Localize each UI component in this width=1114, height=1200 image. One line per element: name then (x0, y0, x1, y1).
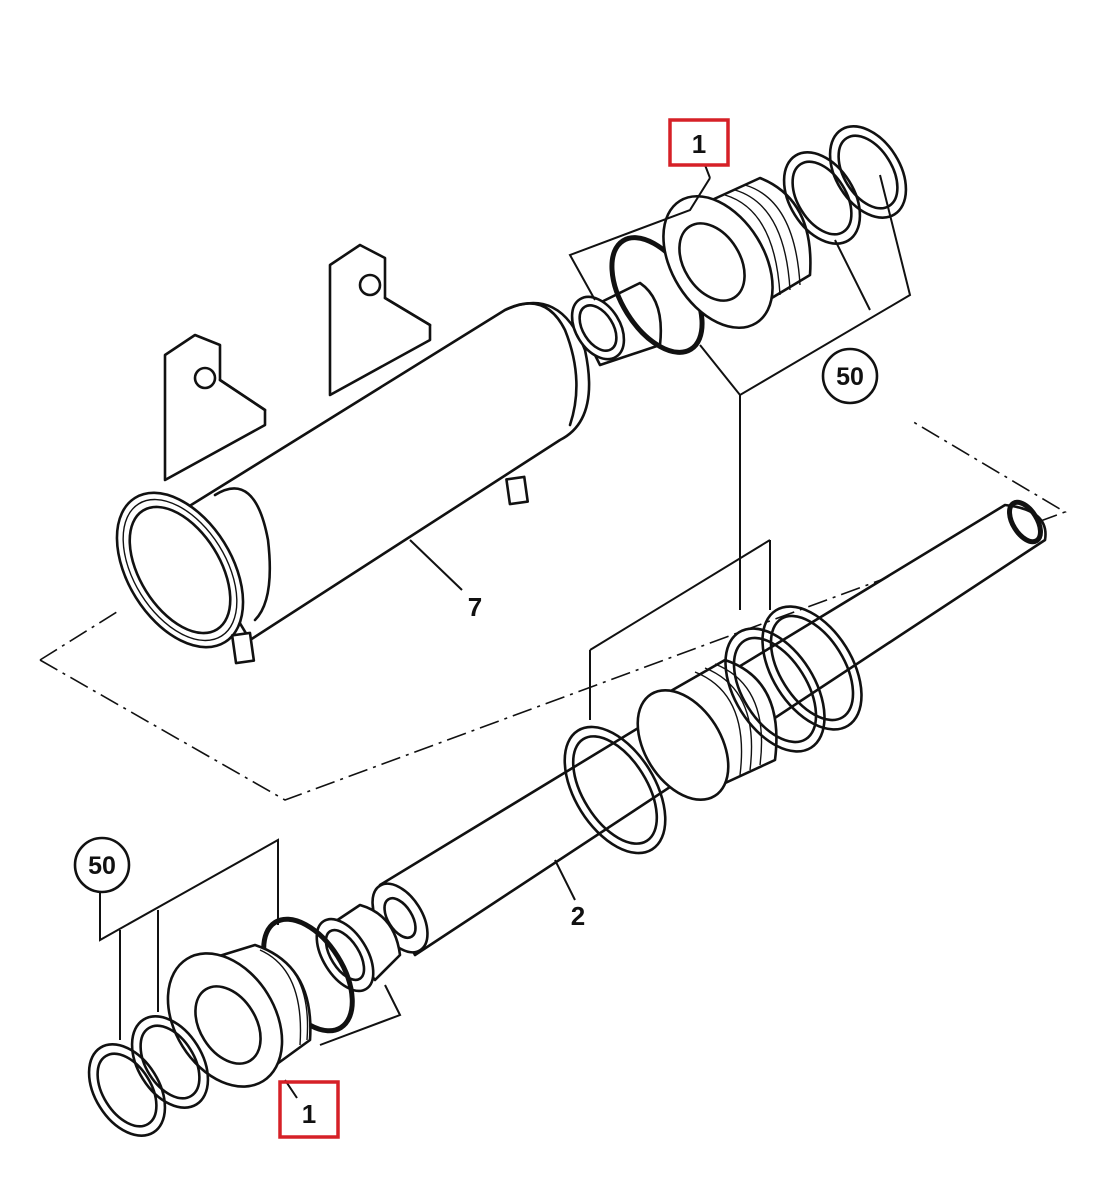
leader-lines (99, 164, 912, 1099)
callout-barrel: 7 (468, 592, 482, 622)
bottom-gland-assembly (87, 903, 402, 1137)
callout-rod-label: 2 (571, 901, 585, 931)
callout-top-gland-label: 1 (692, 129, 706, 159)
top-gland-assembly (570, 125, 908, 367)
callout-bottom-gland-label: 1 (302, 1099, 316, 1129)
callout-barrel-label: 7 (468, 592, 482, 622)
callout-seal-kit-bottom: 50 (73, 836, 131, 894)
callout-rod: 2 (571, 901, 585, 931)
callout-bottom-gland: 1 (278, 1080, 340, 1139)
callout-seal-kit-top: 50 (821, 347, 879, 405)
callout-seal-kit-bottom-label: 50 (88, 852, 116, 880)
callout-seal-kit-top-label: 50 (836, 363, 864, 391)
cylinder-barrel (115, 243, 591, 665)
callout-top-gland: 1 (668, 118, 730, 167)
assembly-boundary (39, 419, 1067, 801)
piston-rod-assembly (371, 499, 1047, 957)
